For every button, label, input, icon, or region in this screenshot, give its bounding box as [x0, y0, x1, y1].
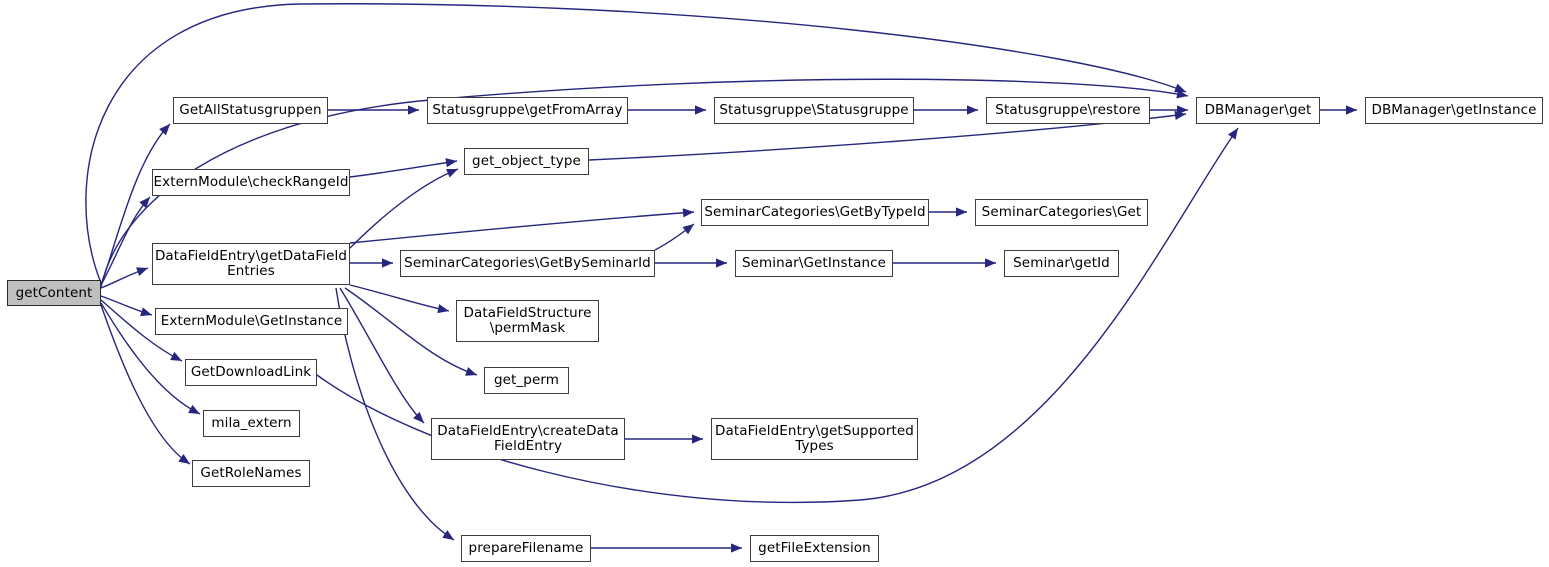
- edge-arrowhead: [382, 258, 393, 268]
- graph-node-statusgrupperestore[interactable]: Statusgruppe\restore: [986, 97, 1150, 124]
- graph-node-seminarcategoriesgetbyseminarid[interactable]: SeminarCategories\GetBySeminarId: [400, 250, 655, 277]
- graph-node-seminargetinstance[interactable]: Seminar\GetInstance: [735, 250, 893, 277]
- edge-arrowhead: [1177, 105, 1188, 115]
- graph-node-label: getContent: [15, 284, 93, 301]
- edge-arrowhead: [682, 208, 694, 218]
- graph-node-label: SeminarCategories\GetByTypeId: [704, 204, 926, 220]
- edge-arrowhead: [170, 351, 182, 361]
- graph-node-statusgruppegetfromarray[interactable]: Statusgruppe\getFromArray: [427, 97, 628, 124]
- call-edge: [349, 160, 458, 178]
- graph-node-seminarcategoriesgetbytypeid[interactable]: SeminarCategories\GetByTypeId: [701, 199, 929, 226]
- graph-node-label: DBManager\getInstance: [1371, 102, 1537, 118]
- call-edge: [335, 287, 455, 541]
- graph-node-getallstatusgruppen[interactable]: GetAllStatusgruppen: [173, 97, 328, 124]
- graph-node-externmodulecheckrangeid[interactable]: ExternModule\checkRangeId: [152, 169, 350, 196]
- graph-node-label: ExternModule\GetInstance: [160, 313, 343, 329]
- edge-arrowhead: [956, 207, 967, 217]
- graph-node-externmodulegetinstance[interactable]: ExternModule\GetInstance: [155, 308, 348, 335]
- graph-node-label: DataFieldEntry\createData FieldEntry: [437, 423, 619, 454]
- graph-node-label: prepareFilename: [468, 540, 584, 556]
- graph-node-label: Statusgruppe\restore: [995, 102, 1141, 118]
- edge-arrowhead: [408, 105, 419, 115]
- call-edge: [100, 267, 149, 289]
- graph-node-seminargetid[interactable]: Seminar\getId: [1004, 250, 1119, 277]
- graph-node-label: mila_extern: [211, 415, 292, 431]
- edge-arrowhead: [139, 197, 150, 209]
- graph-node-datafieldstructurepermmask[interactable]: DataFieldStructure \permMask: [456, 300, 599, 342]
- graph-node-seminarcategoriesget[interactable]: SeminarCategories\Get: [975, 199, 1148, 226]
- graph-node-label: SeminarCategories\GetBySeminarId: [404, 255, 651, 271]
- graph-node-mila_extern[interactable]: mila_extern: [203, 410, 300, 437]
- call-edge: [654, 223, 695, 251]
- graph-node-datafieldentrygetsupportedtypes[interactable]: DataFieldEntry\getSupported Types: [711, 418, 918, 460]
- graph-node-getrolenames[interactable]: GetRoleNames: [192, 460, 310, 487]
- edge-arrowhead: [1176, 89, 1188, 99]
- call-edge: [349, 168, 459, 249]
- call-edge: [349, 211, 695, 244]
- edge-arrowhead: [188, 404, 200, 414]
- graph-node-statusgruppestatusgruppe[interactable]: Statusgruppe\Statusgruppe: [714, 97, 914, 124]
- graph-node-label: ExternModule\checkRangeId: [153, 174, 349, 190]
- edge-arrowhead: [465, 367, 477, 376]
- edge-arrowhead: [445, 158, 457, 168]
- graph-node-label: Seminar\GetInstance: [741, 255, 887, 271]
- graph-node-dbmanagergetinstance[interactable]: DBManager\getInstance: [1365, 97, 1543, 124]
- edge-arrowhead: [159, 124, 170, 136]
- graph-node-label: GetAllStatusgruppen: [179, 102, 322, 118]
- edge-arrowhead: [446, 168, 458, 178]
- graph-node-get_perm[interactable]: get_perm: [484, 367, 569, 394]
- graph-node-label: DataFieldStructure \permMask: [463, 305, 592, 336]
- call-edge: [100, 295, 153, 316]
- edge-arrowhead: [716, 258, 727, 268]
- edge-arrowhead: [413, 411, 424, 423]
- edge-arrowhead: [178, 453, 190, 464]
- graph-node-label: getFileExtension: [758, 540, 871, 556]
- graph-node-label: DBManager\get: [1204, 102, 1312, 118]
- edge-arrowhead: [136, 267, 148, 276]
- graph-node-getfileextension[interactable]: getFileExtension: [750, 535, 879, 562]
- edge-arrowhead: [1174, 83, 1186, 93]
- graph-node-label: Statusgruppe\Statusgruppe: [719, 102, 909, 118]
- graph-node-label: GetRoleNames: [200, 465, 302, 481]
- graph-node-label: get_object_type: [472, 153, 581, 169]
- edge-arrowhead: [1227, 128, 1238, 140]
- edge-arrowhead: [682, 224, 694, 235]
- graph-node-label: get_perm: [493, 372, 560, 388]
- graph-node-datafieldentrycreatedatafieldentry[interactable]: DataFieldEntry\createData FieldEntry: [431, 418, 625, 460]
- graph-node-datafieldentrygetdatafieldentries[interactable]: DataFieldEntry\getDataField Entries: [152, 243, 350, 285]
- graph-node-label: GetDownloadLink: [190, 364, 312, 380]
- edge-arrowhead: [967, 105, 978, 115]
- graph-node-get_object_type[interactable]: get_object_type: [464, 148, 589, 175]
- call-edge: [85, 3, 1187, 284]
- graph-node-dbmanagerget[interactable]: DBManager\get: [1196, 97, 1320, 124]
- edge-arrowhead: [731, 543, 742, 553]
- graph-node-label: Statusgruppe\getFromArray: [432, 102, 623, 118]
- graph-node-label: DataFieldEntry\getSupported Types: [715, 423, 914, 454]
- graph-node-label: Seminar\getId: [1013, 255, 1110, 271]
- edge-arrowhead: [692, 434, 703, 444]
- graph-node-getdownloadlink[interactable]: GetDownloadLink: [185, 359, 317, 386]
- call-edge: [349, 284, 450, 312]
- graph-node-label: DataFieldEntry\getDataField Entries: [154, 248, 348, 279]
- edge-arrowhead: [985, 258, 996, 268]
- edge-arrowhead: [695, 105, 706, 115]
- edge-arrowhead: [1346, 105, 1357, 115]
- edge-arrowhead: [1174, 110, 1186, 120]
- call-edge: [100, 196, 151, 286]
- call-edge: [339, 287, 425, 424]
- edge-arrowhead: [140, 307, 152, 317]
- edge-arrowhead: [442, 530, 454, 540]
- graph-node-getcontent[interactable]: getContent: [7, 280, 101, 306]
- graph-node-label: SeminarCategories\Get: [981, 204, 1142, 220]
- edge-arrowhead: [437, 304, 449, 314]
- graph-node-preparefilename[interactable]: prepareFilename: [461, 535, 591, 562]
